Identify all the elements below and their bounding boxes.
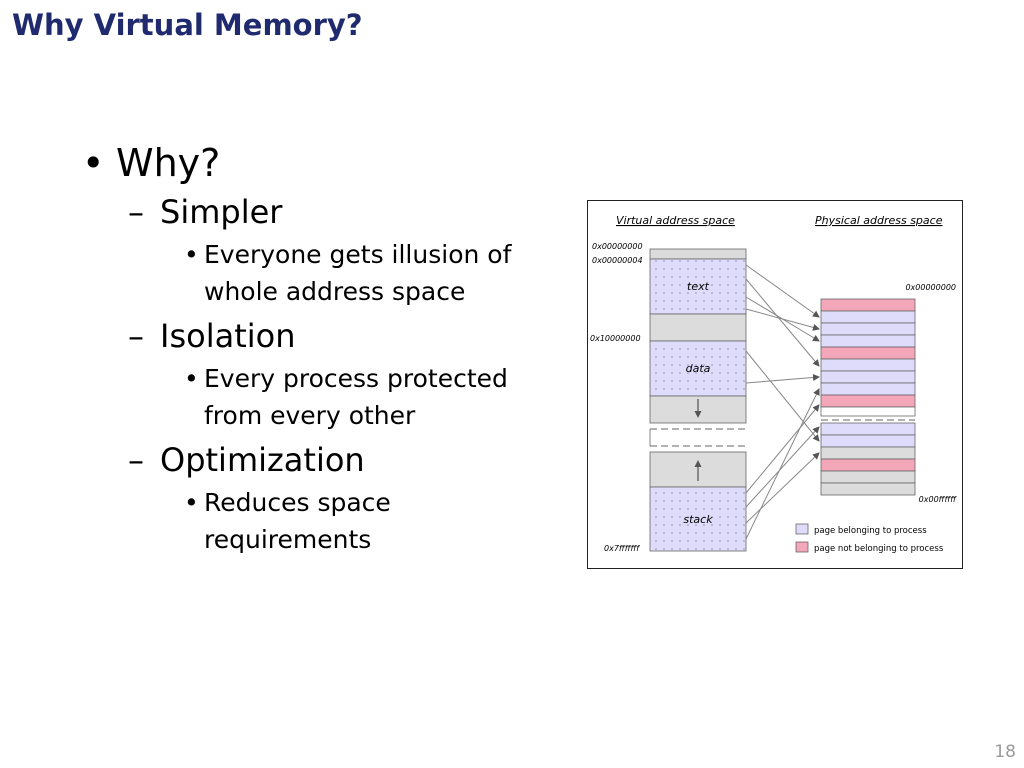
detail-isolation: •Every process protected from every othe… <box>82 360 522 434</box>
subheading-simpler: –Simpler <box>82 192 522 232</box>
subheading-isolation-text: Isolation <box>160 317 296 355</box>
segment-stack-label: stack <box>683 513 713 526</box>
segment-text-label: text <box>687 280 710 293</box>
bullet-list: •Why? –Simpler •Everyone gets illusion o… <box>82 140 522 564</box>
bullet-dot: • <box>184 240 199 269</box>
legend-belonging-label: page belonging to process <box>814 526 927 536</box>
virtual-space-title: Virtual address space <box>616 214 735 227</box>
page-number: 18 <box>994 742 1016 762</box>
legend: page belonging to process page not belon… <box>795 523 944 554</box>
slide-title: Why Virtual Memory? <box>12 8 363 42</box>
segment-data-label: data <box>686 362 711 375</box>
dash-icon: – <box>128 193 144 231</box>
legend-swatch-not-belonging <box>795 541 809 553</box>
detail-simpler: •Everyone gets illusion of whole address… <box>82 236 522 310</box>
vaddr-start: 0x00000000 <box>592 242 643 251</box>
dash-icon: – <box>128 317 144 355</box>
bullet-why: •Why? <box>82 140 522 186</box>
legend-swatch-belonging <box>795 523 809 535</box>
bullet-why-text: Why? <box>116 141 221 185</box>
detail-simpler-text: Everyone gets illusion of whole address … <box>204 240 512 306</box>
paddr-start: 0x00000000 <box>905 283 956 292</box>
subheading-optimization-text: Optimization <box>160 441 365 479</box>
mapping-arrows <box>745 264 820 540</box>
physical-column <box>820 298 916 496</box>
detail-optimization: •Reduces space requirements <box>82 484 522 558</box>
paddr-end: 0x00ffffff <box>919 495 958 504</box>
bullet-dot: • <box>184 488 199 517</box>
dash-icon: – <box>128 441 144 479</box>
subheading-optimization: –Optimization <box>82 440 522 480</box>
bullet-dot: • <box>184 364 199 393</box>
virtual-column: text data stack <box>649 248 747 552</box>
bullet-dot: • <box>82 141 105 185</box>
virtual-memory-diagram: Virtual address space Physical address s… <box>587 200 963 569</box>
legend-not-belonging-label: page not belonging to process <box>814 544 944 554</box>
physical-space-title: Physical address space <box>815 214 943 227</box>
vaddr-end: 0x7fffffff <box>604 544 640 553</box>
detail-optimization-text: Reduces space requirements <box>204 488 391 554</box>
subheading-isolation: –Isolation <box>82 316 522 356</box>
vaddr-text-start: 0x00000004 <box>592 256 643 265</box>
detail-isolation-text: Every process protected from every other <box>204 364 508 430</box>
vaddr-data-start: 0x10000000 <box>590 334 641 343</box>
subheading-simpler-text: Simpler <box>160 193 283 231</box>
